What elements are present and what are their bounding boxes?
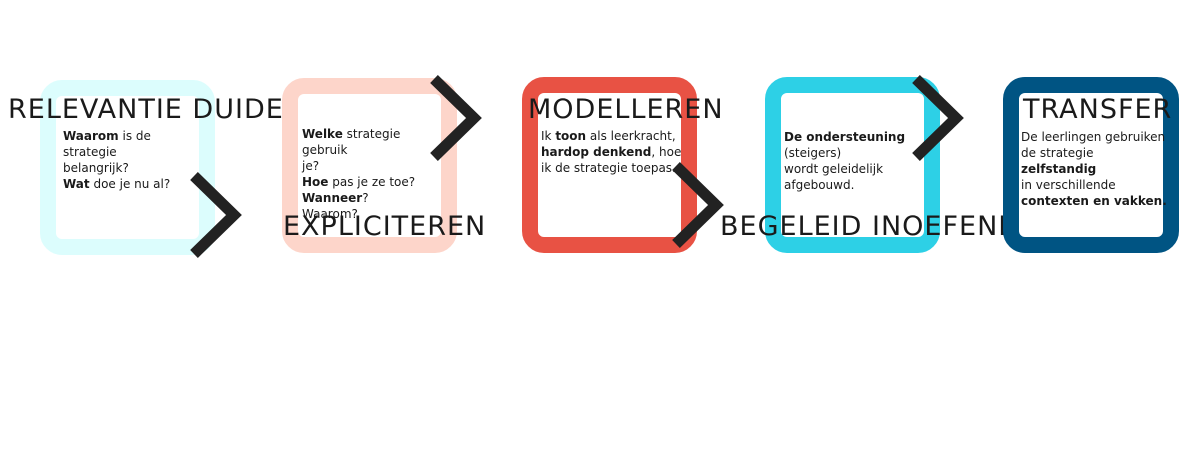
text-segment: in verschillende <box>1021 178 1116 192</box>
emphasis-text: Wat <box>63 177 90 191</box>
step-title: BEGELEID INOEFENEN <box>720 211 1038 242</box>
chevron-right-icon <box>190 172 242 258</box>
text-segment: als leerkracht, <box>586 129 676 143</box>
text-segment: , hoe <box>651 145 682 159</box>
step-title: TRANSFER <box>1023 94 1173 125</box>
text-segment: Ik <box>541 129 556 143</box>
description-line: Wanneer? <box>302 190 447 206</box>
text-segment: doe je nu al? <box>89 177 171 191</box>
text-segment: de strategie <box>1021 146 1094 160</box>
description-line: Welke strategie gebruik <box>302 126 447 158</box>
emphasis-text: zelfstandig <box>1021 162 1097 176</box>
description-line: De ondersteuning <box>784 129 929 145</box>
text-segment: ik de strategie toepas. <box>541 161 676 175</box>
text-segment: strategie gebruik <box>302 127 401 157</box>
description-line: Waarom? <box>302 206 447 222</box>
chevron-right-icon <box>912 75 964 161</box>
description-line: belangrijk? <box>63 160 208 176</box>
step-title: MODELLEREN <box>528 94 724 125</box>
step-box <box>1003 77 1179 253</box>
description-line: Ik toon als leerkracht, <box>541 128 691 144</box>
description-line: zelfstandig <box>1021 161 1171 177</box>
text-segment: Waarom? <box>302 207 358 221</box>
step-description: Ik toon als leerkracht,hardop denkend, h… <box>541 128 691 176</box>
step-title: EXPLICITEREN <box>283 211 487 242</box>
emphasis-text: toon <box>555 129 587 143</box>
chevron-right-icon <box>672 162 724 248</box>
step-box <box>522 77 697 253</box>
step-description: De ondersteuning (steigers) wordt geleidel… <box>784 129 929 193</box>
chevron-right-icon <box>430 75 482 161</box>
description-line: wordt geleidelijk <box>784 161 929 177</box>
emphasis-text: contexten en vakken. <box>1021 194 1167 208</box>
emphasis-text: Welke <box>302 127 343 141</box>
text-segment: je? <box>302 159 320 173</box>
emphasis-text: hardop denkend <box>541 145 652 159</box>
description-line: De leerlingen gebruiken <box>1021 129 1171 145</box>
description-line: hardop denkend, hoe <box>541 144 691 160</box>
text-segment: wordt geleidelijk <box>784 162 884 176</box>
step-box <box>40 80 215 255</box>
text-segment: (steigers) <box>784 146 842 160</box>
text-segment: De leerlingen gebruiken <box>1021 130 1166 144</box>
text-segment: pas je ze toe? <box>328 175 416 189</box>
description-line: de strategie <box>1021 145 1171 161</box>
text-segment: ? <box>362 191 369 205</box>
description-line: je? <box>302 158 447 174</box>
description-line: Waarom is de strategie <box>63 128 208 160</box>
description-line: in verschillende <box>1021 177 1171 193</box>
text-segment: belangrijk? <box>63 161 129 175</box>
emphasis-text: De ondersteuning <box>784 130 906 144</box>
description-line: contexten en vakken. <box>1021 193 1171 209</box>
emphasis-text: Waarom <box>63 129 119 143</box>
description-line: Hoe pas je ze toe? <box>302 174 447 190</box>
step-description: De leerlingen gebruiken de strategie zelfs… <box>1021 129 1171 209</box>
text-segment: is de strategie <box>63 129 151 159</box>
description-line: Wat doe je nu al? <box>63 176 208 192</box>
description-line: (steigers) <box>784 145 929 161</box>
emphasis-text: Wanneer <box>302 191 363 205</box>
step-title: RELEVANTIE DUIDEN <box>8 94 305 125</box>
step-box <box>282 78 457 253</box>
step-box <box>765 77 940 253</box>
description-line: ik de strategie toepas. <box>541 160 691 176</box>
description-line: afgebouwd. <box>784 177 929 193</box>
text-segment: afgebouwd. <box>784 178 855 192</box>
emphasis-text: Hoe <box>302 175 329 189</box>
